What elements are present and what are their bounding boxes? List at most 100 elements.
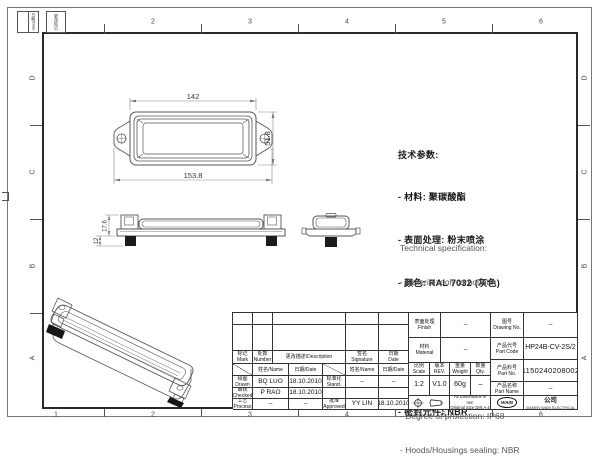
part-name-value: – bbox=[524, 382, 578, 396]
grid-row-label: B bbox=[29, 263, 37, 269]
rev-empty-cell bbox=[233, 313, 253, 325]
grid-tick bbox=[578, 125, 590, 126]
rev-empty-cell bbox=[253, 313, 273, 325]
spec-cn-line: - 颜色: RAL 7032 (灰色) bbox=[398, 278, 501, 289]
rev-header-signature: 签名 Signature bbox=[346, 351, 379, 364]
grid-col-label: 1 bbox=[54, 411, 58, 419]
grid-tick bbox=[30, 125, 42, 126]
isometric-body bbox=[46, 297, 194, 408]
dimension-label-h2: 12 bbox=[94, 237, 100, 244]
grid-row-label: D bbox=[29, 75, 37, 81]
spec-cn-title: 技术参数: bbox=[398, 149, 439, 160]
centering-mark bbox=[2, 192, 9, 201]
grid-col-label: 5 bbox=[442, 18, 446, 26]
checked-label: 审核 Checked bbox=[233, 388, 253, 399]
company-logo-cell: WAIN bbox=[491, 396, 524, 410]
grid-tick bbox=[201, 409, 202, 417]
part-code-value: HP24B-CV-2S/2 bbox=[524, 338, 578, 360]
drawing-no-label: 图号 Drawing No. bbox=[491, 313, 524, 338]
corner-empty-cell bbox=[18, 12, 29, 32]
company-name-en: XIAMEN WAIN ELECTRICAL CO.LTD bbox=[525, 406, 576, 410]
corner-date-label: 日期/Date bbox=[31, 13, 37, 31]
process-label: 工艺 Process bbox=[233, 399, 253, 410]
rev-empty-cell bbox=[379, 313, 409, 325]
finish-label: 表面处理 Finish bbox=[409, 313, 441, 338]
spec-en-line: - Degree of protection: IP68 bbox=[400, 411, 505, 422]
grid-tick bbox=[395, 409, 396, 417]
date-column-header: 日期/Date bbox=[379, 364, 409, 376]
corner-revision-box: 日期/Date bbox=[17, 11, 39, 33]
grid-row-label: C bbox=[29, 169, 37, 175]
name-column-header: 姓名/Name bbox=[346, 364, 379, 376]
dimension-label-height: 51.8 bbox=[263, 131, 272, 146]
grid-col-label: 4 bbox=[345, 18, 349, 26]
finish-value: – bbox=[441, 313, 491, 338]
rev-value: V1.0 bbox=[430, 376, 450, 396]
drawn-name: BQ LUO bbox=[253, 376, 289, 388]
rev-empty-cell bbox=[233, 325, 253, 351]
dimension-label-h1: 17.6 bbox=[103, 220, 109, 232]
spec-en-title: Technical specification: bbox=[400, 243, 487, 254]
rev-empty-cell bbox=[323, 388, 346, 399]
grid-tick bbox=[104, 409, 105, 417]
grid-col-label: 3 bbox=[248, 411, 252, 419]
part-code-label: 产品代号 Part Code bbox=[491, 338, 524, 360]
corner-chg-label: 更改标记 bbox=[54, 14, 59, 30]
rev-empty-cell bbox=[273, 325, 346, 351]
dimension-lines bbox=[113, 98, 277, 184]
company-name-cell: 厦门唯恩电气有限公司 XIAMEN WAIN ELECTRICAL CO.LTD bbox=[524, 396, 578, 410]
rev-header-description: 更改描述/Description bbox=[273, 351, 346, 364]
spec-en-line: - Material: polycarbonate bbox=[400, 277, 494, 288]
rev-header-number: 处数 Number bbox=[253, 351, 273, 364]
grid-tick bbox=[492, 409, 493, 417]
part-no-value: 1150240208002 bbox=[524, 360, 578, 382]
sheet-outer-border bbox=[7, 7, 592, 417]
grid-tick bbox=[298, 409, 299, 417]
rev-header-mark: 标记 Mark bbox=[233, 351, 253, 364]
grid-tick bbox=[30, 313, 42, 314]
side-view-drawing bbox=[301, 213, 361, 247]
grid-col-label: 6 bbox=[539, 18, 543, 26]
grid-tick bbox=[298, 24, 299, 33]
name-column-header: 姓名/Name bbox=[253, 364, 289, 376]
standard-label: 标准化 Stand. bbox=[323, 376, 346, 388]
part-no-label: 产品料号 Part No. bbox=[491, 360, 524, 382]
grid-tick bbox=[395, 24, 396, 33]
grid-row-label: D bbox=[581, 75, 589, 81]
projection-symbol-cell bbox=[409, 396, 450, 410]
drawing-sheet: { "grid": { "cols": ["1","2","3","4","5"… bbox=[2, 7, 592, 456]
weight-value: 60g bbox=[450, 376, 471, 396]
spec-cn-line: - 表面处理: 粉末喷涂 bbox=[398, 235, 485, 246]
grid-tick bbox=[578, 219, 590, 220]
rev-empty-cell bbox=[379, 388, 409, 399]
grid-col-label: 2 bbox=[151, 18, 155, 26]
standard-date: – bbox=[379, 376, 409, 388]
dimension-lines bbox=[96, 214, 123, 247]
first-angle-projection-icon bbox=[412, 397, 443, 408]
dimension-label-width: 142 bbox=[187, 92, 200, 101]
rev-empty-cell bbox=[273, 313, 346, 325]
grid-tick bbox=[30, 219, 42, 220]
grid-col-label: 6 bbox=[539, 411, 543, 419]
grid-col-label: 4 bbox=[345, 411, 349, 419]
rev-empty-cell bbox=[379, 325, 409, 351]
scale-label: 比例 Scale bbox=[409, 363, 430, 376]
grid-col-label: 2 bbox=[151, 411, 155, 419]
side-view-body bbox=[301, 213, 361, 247]
drawn-label: 绘图 Drawn bbox=[233, 376, 253, 388]
qty-value: – bbox=[471, 376, 491, 396]
scale-value: 1:2 bbox=[409, 376, 430, 396]
process-date: – bbox=[289, 399, 323, 410]
standard-name: – bbox=[346, 376, 379, 388]
rev-header-date: 日期 Date bbox=[379, 351, 409, 364]
rev-empty-cell bbox=[346, 325, 379, 351]
front-view-body bbox=[116, 214, 286, 246]
top-view-drawing: 142 51.8 153.8 bbox=[113, 92, 277, 184]
spec-cn-line: - 密封元件: NBR bbox=[398, 406, 468, 417]
front-view-drawing: 17.6 12 bbox=[94, 214, 286, 247]
dimensions-note: All Dimensions in mm Original Size DIN A… bbox=[450, 396, 491, 410]
material-label: 材料 Material bbox=[409, 338, 441, 363]
grid-col-label: 5 bbox=[442, 411, 446, 419]
drawing-no-value: – bbox=[524, 313, 578, 338]
rev-empty-cell bbox=[253, 325, 273, 351]
